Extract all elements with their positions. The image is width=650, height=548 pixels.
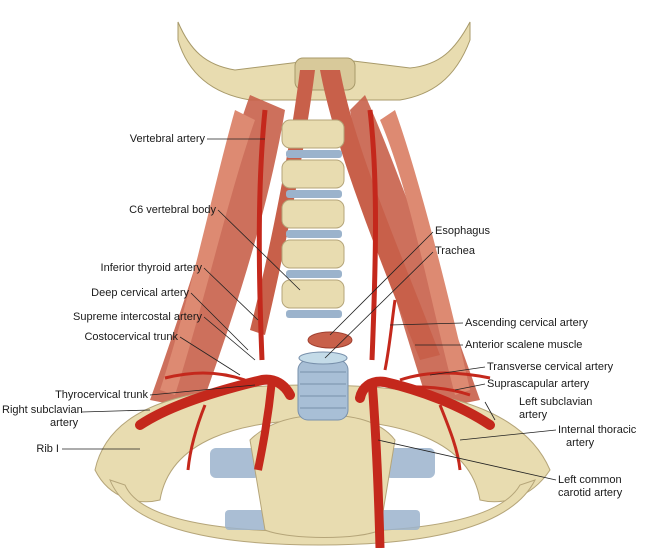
vertebral-column (281, 119, 345, 318)
label-left-common-carotid-artery-line2: carotid artery (558, 487, 623, 499)
right-internal-thoracic-shape (186, 404, 207, 471)
label-anterior-scalene-muscle: Anterior scalene muscle (465, 339, 583, 351)
right-vertebral-artery (256, 109, 268, 361)
suprascapular-branch (394, 385, 471, 397)
label-supreme-intercostal-artery: Supreme intercostal artery (73, 311, 202, 323)
label-left-subclavian-artery-line1: Left subclavian (519, 396, 593, 408)
right-common-carotid-shape (254, 379, 276, 471)
left-common-carotid-shape (367, 379, 385, 548)
label-thyrocervical-trunk: Thyrocervical trunk (55, 389, 148, 401)
label-c6-vertebral-body: C6 vertebral body (129, 204, 216, 216)
right-costal-cartilage (210, 448, 260, 478)
label-esophagus: Esophagus (435, 225, 491, 237)
right-subclavian-artery-shape (135, 374, 295, 430)
left-costal-cartilage (385, 448, 435, 478)
esophagus-shape (307, 331, 353, 349)
label-trachea: Trachea (435, 245, 475, 257)
label-right-subclavian-artery-line1: Right subclavian (2, 404, 83, 416)
label-ascending-cervical-artery: Ascending cervical artery (465, 317, 588, 329)
left-subclavian-artery-shape (355, 376, 495, 430)
label-suprascapular-artery: Suprascapular artery (487, 378, 590, 390)
label-transverse-cervical-artery: Transverse cervical artery (487, 361, 614, 373)
longus-muscles (320, 70, 440, 360)
ascending-cervical-branch (383, 299, 397, 371)
label-left-common-carotid-artery-line1: Left common (558, 474, 622, 486)
label-right-subclavian-artery-line2: artery (50, 417, 79, 429)
left-vertebral-artery (367, 109, 378, 361)
label-rib-i: Rib I (36, 443, 59, 455)
right-neck-muscles-2 (160, 110, 255, 395)
left-internal-thoracic-shape (438, 404, 462, 471)
trachea-rings (297, 351, 349, 421)
leader-lines (62, 138, 557, 481)
label-internal-thoracic-artery-line2: artery (566, 437, 595, 449)
label-costocervical-trunk: Costocervical trunk (84, 331, 178, 343)
right-transverse-branch (164, 371, 246, 382)
label-left-subclavian-artery-line2: artery (519, 409, 548, 421)
label-internal-thoracic-artery-line1: Internal thoracic (558, 424, 637, 436)
label-inferior-thyroid-artery: Inferior thyroid artery (100, 262, 202, 274)
label-deep-cervical-artery: Deep cervical artery (91, 287, 189, 299)
label-vertebral-artery: Vertebral artery (129, 133, 205, 145)
